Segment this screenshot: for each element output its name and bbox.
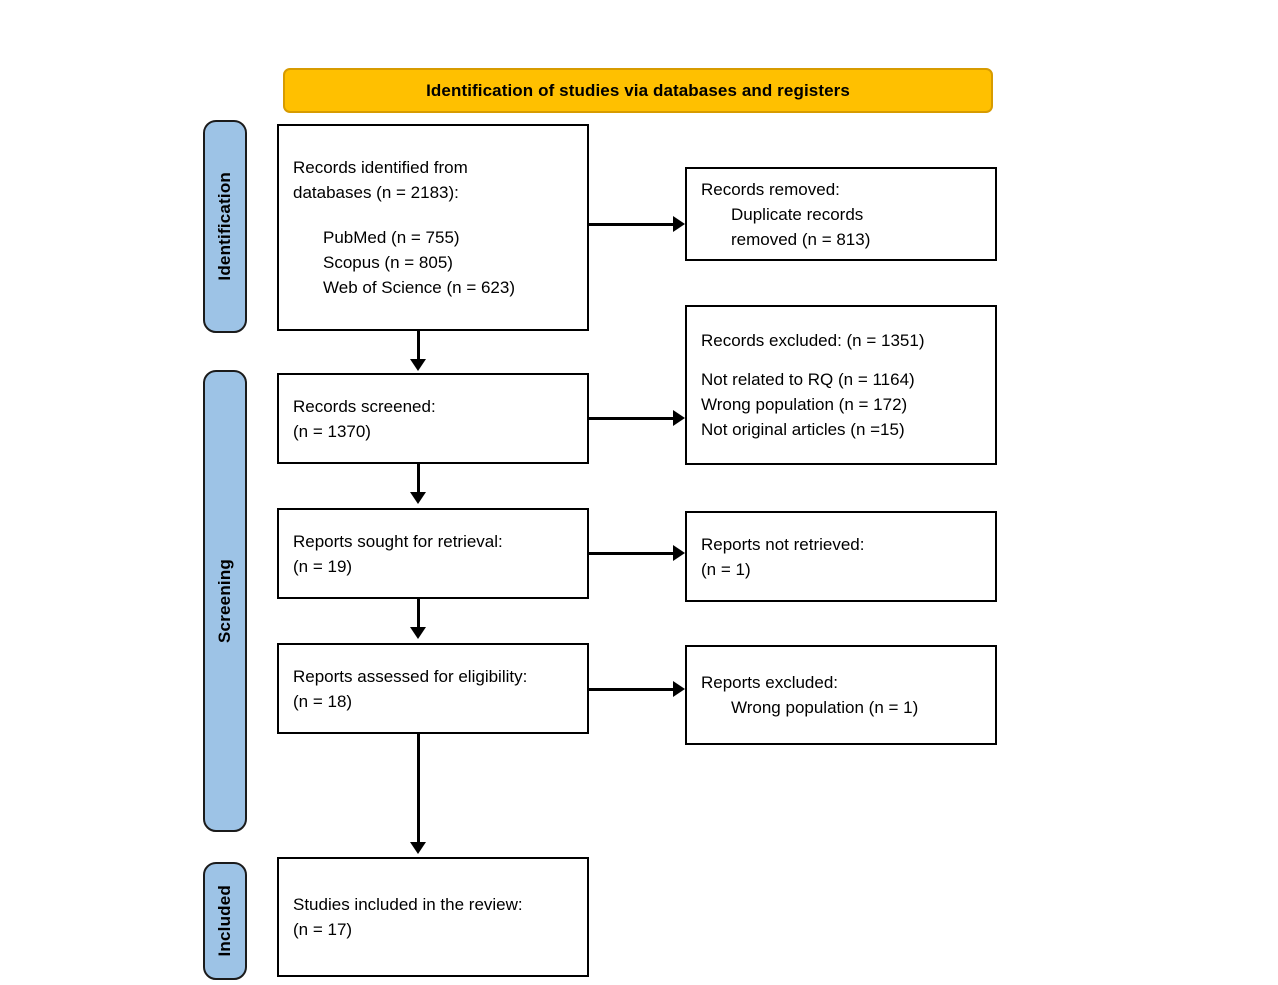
identification-banner-label: Identification of studies via databases … [426, 80, 850, 100]
studies-included-line1: Studies included in the review: [293, 895, 523, 914]
arrowhead-identified-to-screened [410, 359, 426, 371]
box-records-removed: Records removed: Duplicate records remov… [685, 167, 997, 261]
box-studies-included: Studies included in the review: (n = 17) [277, 857, 589, 977]
records-identified-source-wos: Web of Science (n = 623) [323, 278, 515, 297]
records-removed-line1: Records removed: [701, 179, 840, 199]
records-removed-line2: Duplicate records [731, 204, 864, 224]
stage-tab-identification-label: Identification [215, 172, 234, 281]
box-records-screened: Records screened: (n = 1370) [277, 373, 589, 464]
reports-not-retrieved-line2: (n = 1) [701, 559, 751, 579]
spacer [293, 205, 573, 225]
connector-identified-to-screened [417, 331, 420, 363]
arrowhead-assessed-to-included [410, 842, 426, 854]
records-excluded-reason-wrong-population: Wrong population (n = 172) [701, 395, 908, 414]
reports-not-retrieved-line1: Reports not retrieved: [701, 534, 865, 554]
records-excluded-reason-not-related: Not related to RQ (n = 1164) [701, 370, 915, 389]
connector-assessed-to-included [417, 734, 420, 846]
stage-tab-screening: Screening [203, 370, 247, 832]
connector-screened-to-excluded [589, 417, 673, 420]
spacer [701, 353, 981, 367]
records-identified-source-scopus: Scopus (n = 805) [323, 253, 453, 272]
box-reports-excluded: Reports excluded: Wrong population (n = … [685, 645, 997, 745]
reports-sought-line2: (n = 19) [293, 556, 353, 576]
stage-tab-identification: Identification [203, 120, 247, 333]
arrowhead-assessed-to-excluded [673, 681, 685, 697]
stage-tab-screening-label: Screening [215, 559, 234, 643]
records-identified-line1: Records identified from [293, 158, 468, 177]
arrowhead-screened-to-excluded [673, 410, 685, 426]
box-records-excluded: Records excluded: (n = 1351) Not related… [685, 305, 997, 465]
studies-included-line2: (n = 17) [293, 920, 353, 939]
box-reports-not-retrieved: Reports not retrieved: (n = 1) [685, 511, 997, 602]
box-records-identified: Records identified from databases (n = 2… [277, 124, 589, 331]
connector-screened-to-sought [417, 464, 420, 496]
reports-sought-line1: Reports sought for retrieval: [293, 531, 503, 551]
connector-sought-to-assessed [417, 599, 420, 631]
connector-sought-to-not-retrieved [589, 552, 673, 555]
arrowhead-identified-to-removed [673, 216, 685, 232]
records-identified-source-pubmed: PubMed (n = 755) [323, 228, 460, 247]
identification-banner: Identification of studies via databases … [283, 68, 993, 113]
connector-assessed-to-excluded [589, 688, 673, 691]
arrowhead-screened-to-sought [410, 492, 426, 504]
stage-tab-included-label: Included [215, 885, 234, 957]
reports-excluded-line2: Wrong population (n = 1) [731, 698, 919, 717]
records-screened-line1: Records screened: [293, 396, 436, 416]
arrowhead-sought-to-not-retrieved [673, 545, 685, 561]
records-removed-line3: removed (n = 813) [731, 229, 871, 249]
box-reports-sought: Reports sought for retrieval: (n = 19) [277, 508, 589, 599]
records-excluded-line1: Records excluded: (n = 1351) [701, 331, 925, 350]
records-identified-line2: databases (n = 2183): [293, 183, 459, 202]
stage-tab-included: Included [203, 862, 247, 980]
records-excluded-reason-not-original: Not original articles (n =15) [701, 420, 905, 439]
connector-identified-to-removed [589, 223, 673, 226]
reports-assessed-line2: (n = 18) [293, 691, 353, 711]
reports-assessed-line1: Reports assessed for eligibility: [293, 666, 528, 686]
box-reports-assessed: Reports assessed for eligibility: (n = 1… [277, 643, 589, 734]
reports-excluded-line1: Reports excluded: [701, 673, 839, 692]
arrowhead-sought-to-assessed [410, 627, 426, 639]
records-screened-line2: (n = 1370) [293, 421, 371, 441]
